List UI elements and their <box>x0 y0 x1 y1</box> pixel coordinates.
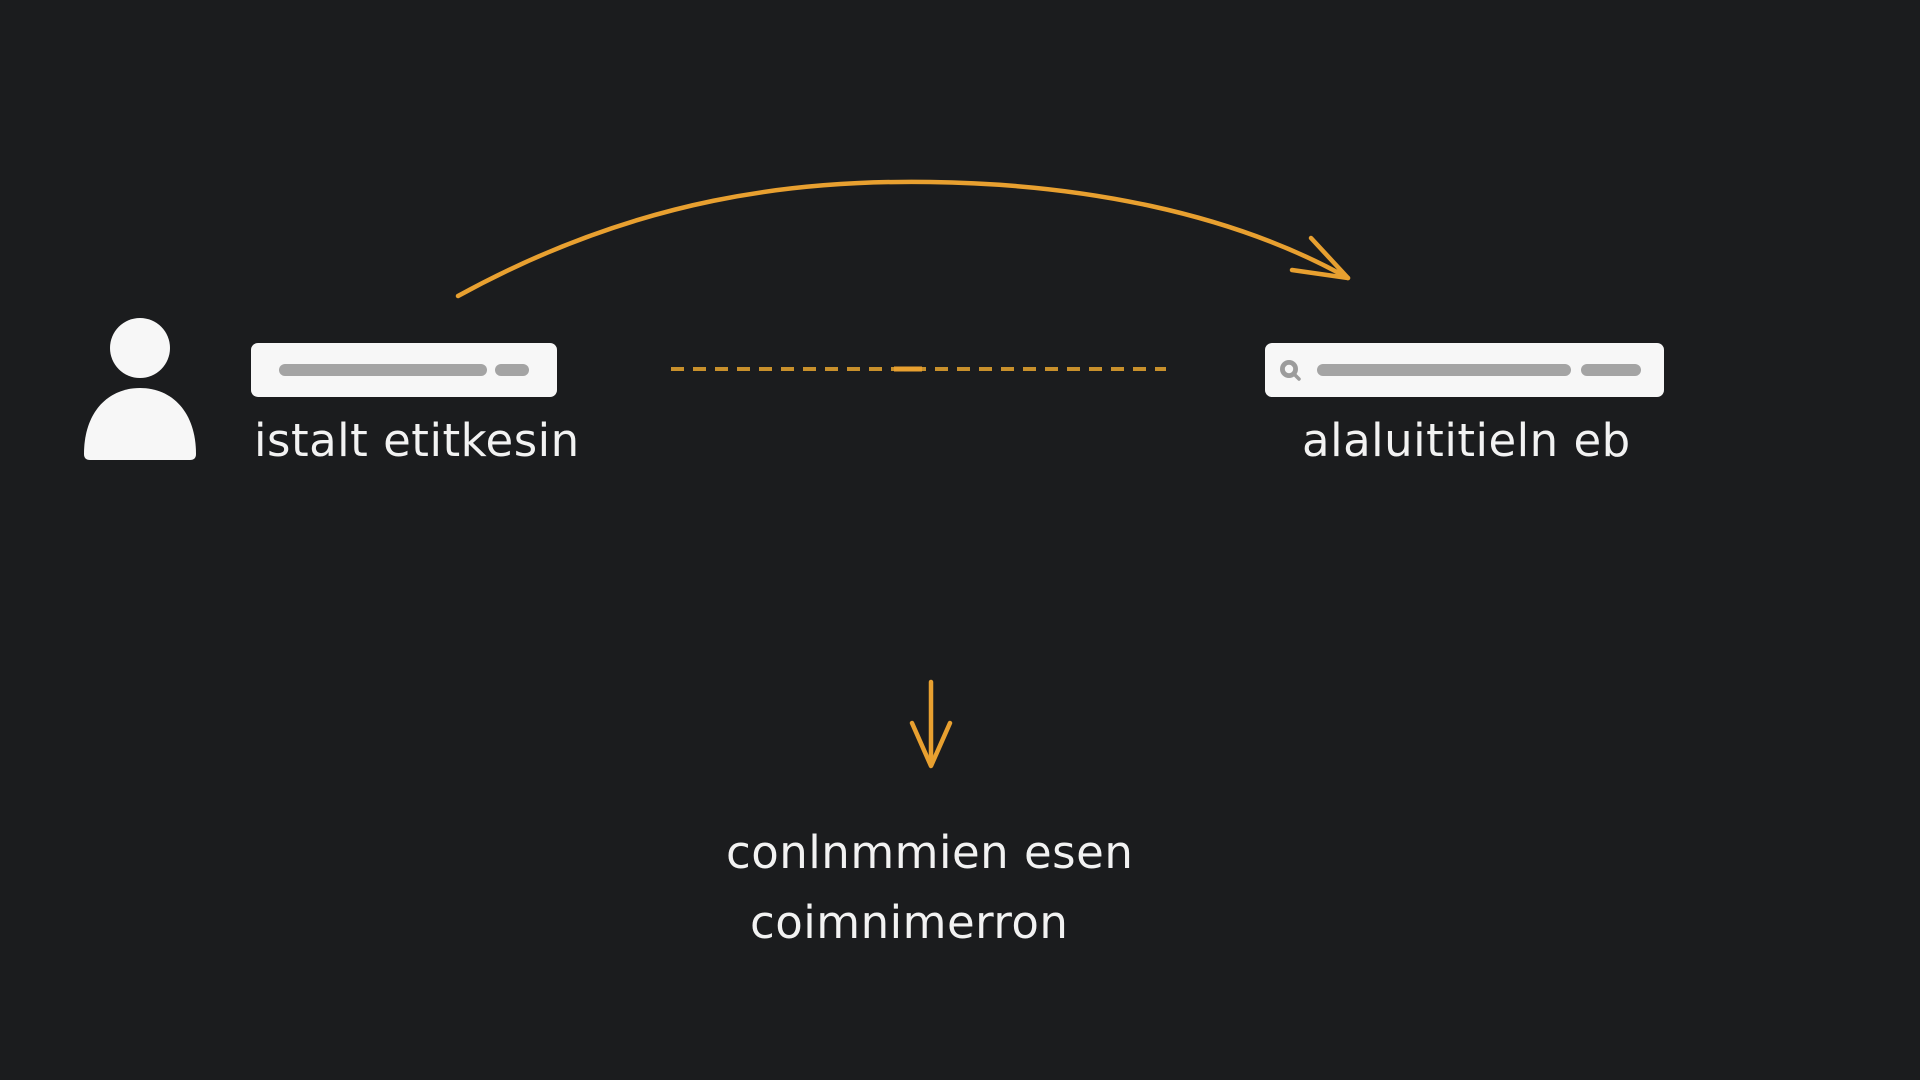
target-search-field[interactable] <box>1265 343 1664 397</box>
curved-arrow-head-icon <box>1289 235 1351 281</box>
target-placeholder-bar-short <box>1581 364 1641 376</box>
source-placeholder-bar <box>279 364 487 376</box>
result-label-line-1: conlnmmien esen <box>726 826 1134 879</box>
source-placeholder-bar-short <box>495 364 529 376</box>
target-placeholder-bar <box>1317 364 1571 376</box>
curved-arrow-icon <box>455 179 1351 299</box>
target-label: alaluititieln eb <box>1302 414 1631 467</box>
search-icon <box>1280 360 1301 381</box>
source-input-field[interactable] <box>251 343 557 397</box>
result-label-line-2: coimnimerron <box>750 896 1069 949</box>
down-arrow-head-icon <box>909 720 953 769</box>
source-label: istalt etitkesin <box>254 414 580 467</box>
user-icon <box>84 318 196 460</box>
